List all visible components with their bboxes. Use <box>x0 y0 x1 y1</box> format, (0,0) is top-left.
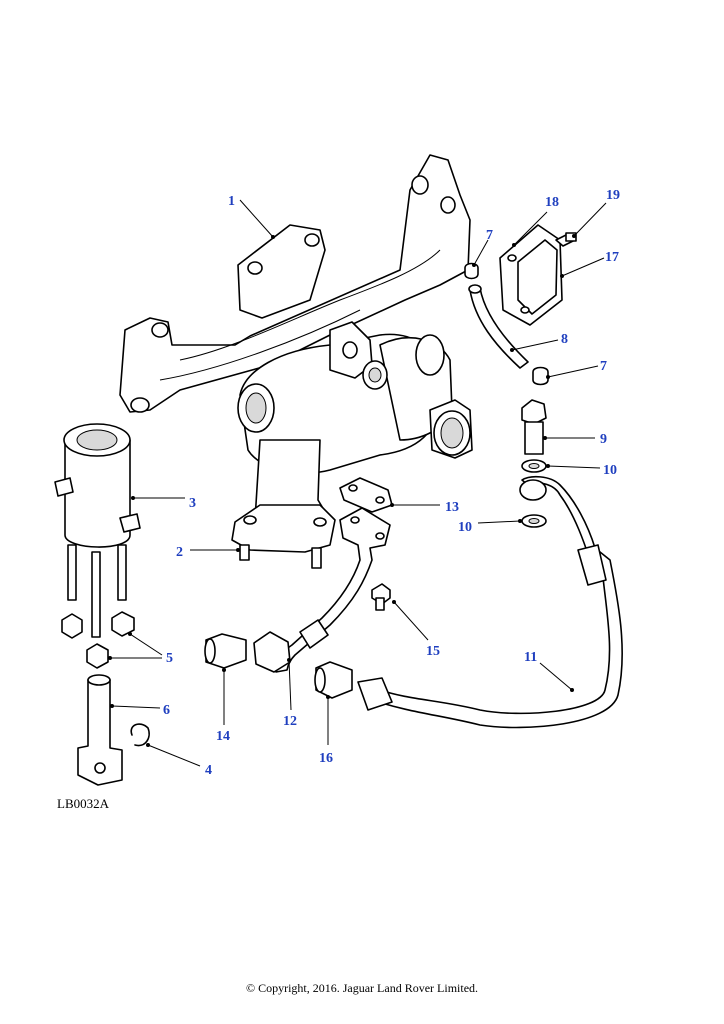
callout-16: 16 <box>319 751 333 766</box>
callout-14: 14 <box>216 729 230 744</box>
gasket <box>339 477 393 513</box>
exhaust-manifold <box>119 154 471 413</box>
callout-1: 1 <box>228 194 235 209</box>
callout-10a: 10 <box>603 463 617 478</box>
callout-18: 18 <box>545 195 559 210</box>
cover-plate <box>499 224 577 326</box>
oil-feed-pipe <box>253 507 391 673</box>
callout-4: 4 <box>205 763 212 778</box>
callout-9: 9 <box>600 432 607 447</box>
oil-filter-housing <box>54 423 141 638</box>
copyright-notice: © Copyright, 2016. Jaguar Land Rover Lim… <box>245 981 479 995</box>
nuts <box>61 611 135 669</box>
callout-6: 6 <box>163 703 170 718</box>
breather-hose <box>464 262 549 386</box>
callout-15: 15 <box>426 644 440 659</box>
callout-13: 13 <box>445 500 459 515</box>
callout-5: 5 <box>166 651 173 666</box>
banjo-union <box>77 674 150 786</box>
callout-17: 17 <box>605 250 619 265</box>
callout-12: 12 <box>283 714 297 729</box>
callout-2: 2 <box>176 545 183 560</box>
callout-19: 19 <box>606 188 620 203</box>
callout-7a: 7 <box>486 228 493 243</box>
callout-7b: 7 <box>600 359 607 374</box>
callout-10b: 10 <box>458 520 472 535</box>
callout-3: 3 <box>189 496 196 511</box>
reference-code: LB0032A <box>57 796 109 811</box>
adaptors <box>204 583 391 699</box>
turbocharger <box>237 321 473 521</box>
callout-11: 11 <box>524 650 537 665</box>
leader-lines <box>108 199 607 767</box>
outlet-flange <box>231 504 336 569</box>
callouts: 1 2 3 4 5 6 7 7 8 9 10 10 11 12 13 14 15… <box>163 188 620 778</box>
oil-return-pipe <box>357 475 623 729</box>
callout-8: 8 <box>561 332 568 347</box>
banjo-bolt <box>521 399 547 528</box>
